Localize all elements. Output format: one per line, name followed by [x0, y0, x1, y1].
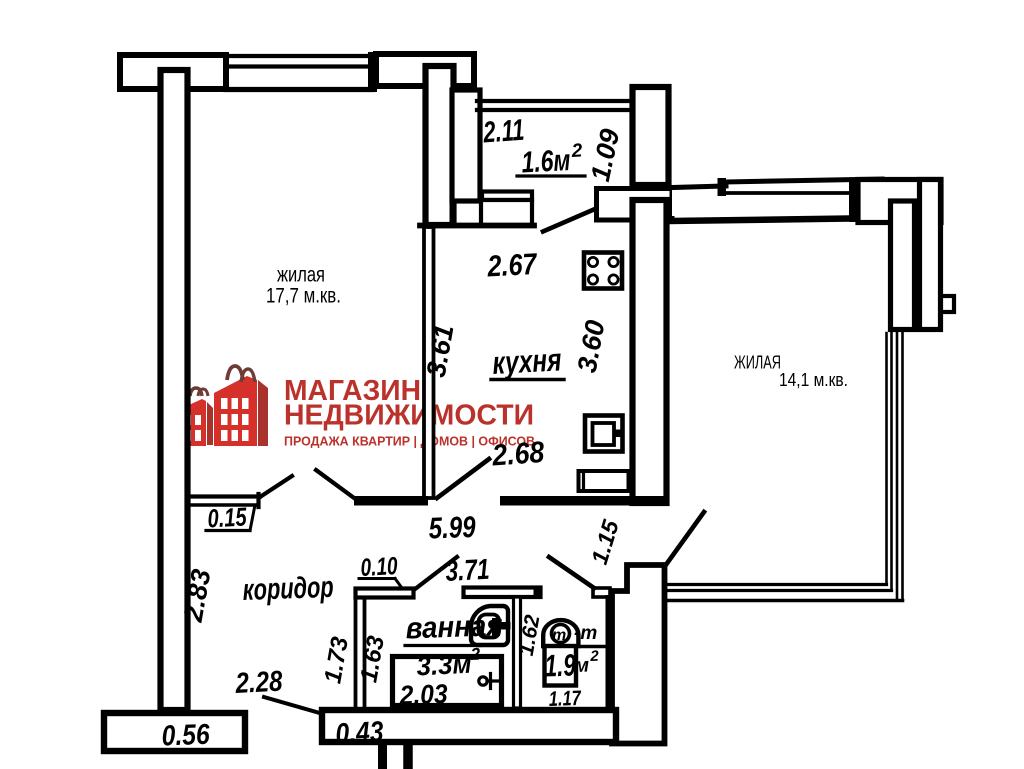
svg-text:1.6м: 1.6м [521, 144, 572, 180]
svg-text:коридор: коридор [242, 571, 334, 607]
svg-text:0.10: 0.10 [360, 552, 398, 582]
svg-text:ванная: ванная [405, 609, 503, 645]
svg-text:НЕДВИЖИМОСТИ: НЕДВИЖИМОСТИ [284, 400, 534, 432]
svg-text:14,1 м.кв.: 14,1 м.кв. [779, 369, 848, 390]
svg-text:0.56: 0.56 [161, 719, 211, 753]
svg-text:5.99: 5.99 [428, 511, 476, 546]
svg-text:кухня: кухня [491, 341, 562, 381]
svg-text:ЖИЛАЯ: ЖИЛАЯ [734, 353, 781, 373]
svg-text:2: 2 [570, 140, 583, 162]
svg-text:1.17: 1.17 [548, 687, 582, 711]
svg-text:м: м [574, 654, 590, 677]
svg-text:МАГАЗИН: МАГАЗИН [284, 375, 421, 407]
svg-text:ПРОДАЖА КВАРТИР | ДОМОВ | ОФИС: ПРОДАЖА КВАРТИР | ДОМОВ | ОФИСОВ [284, 434, 535, 449]
svg-text:0.15: 0.15 [207, 501, 248, 533]
svg-text:2: 2 [589, 648, 600, 665]
svg-text:-m: -m [574, 623, 597, 644]
svg-text:3.3м: 3.3м [416, 649, 473, 682]
svg-text:1.9: 1.9 [544, 647, 577, 683]
svg-text:17,7 м.кв.: 17,7 м.кв. [266, 285, 341, 308]
svg-text:жилая: жилая [277, 264, 325, 287]
svg-text:2.03: 2.03 [398, 679, 448, 711]
svg-text:2.67: 2.67 [486, 248, 539, 284]
svg-text:2.11: 2.11 [481, 114, 525, 150]
svg-text:2: 2 [469, 644, 481, 664]
svg-text:3.71: 3.71 [445, 554, 491, 588]
svg-text:2.28: 2.28 [234, 666, 284, 700]
svg-text:m: m [552, 627, 566, 644]
svg-text:0.43: 0.43 [335, 716, 385, 750]
svg-text:2.68: 2.68 [490, 436, 545, 473]
